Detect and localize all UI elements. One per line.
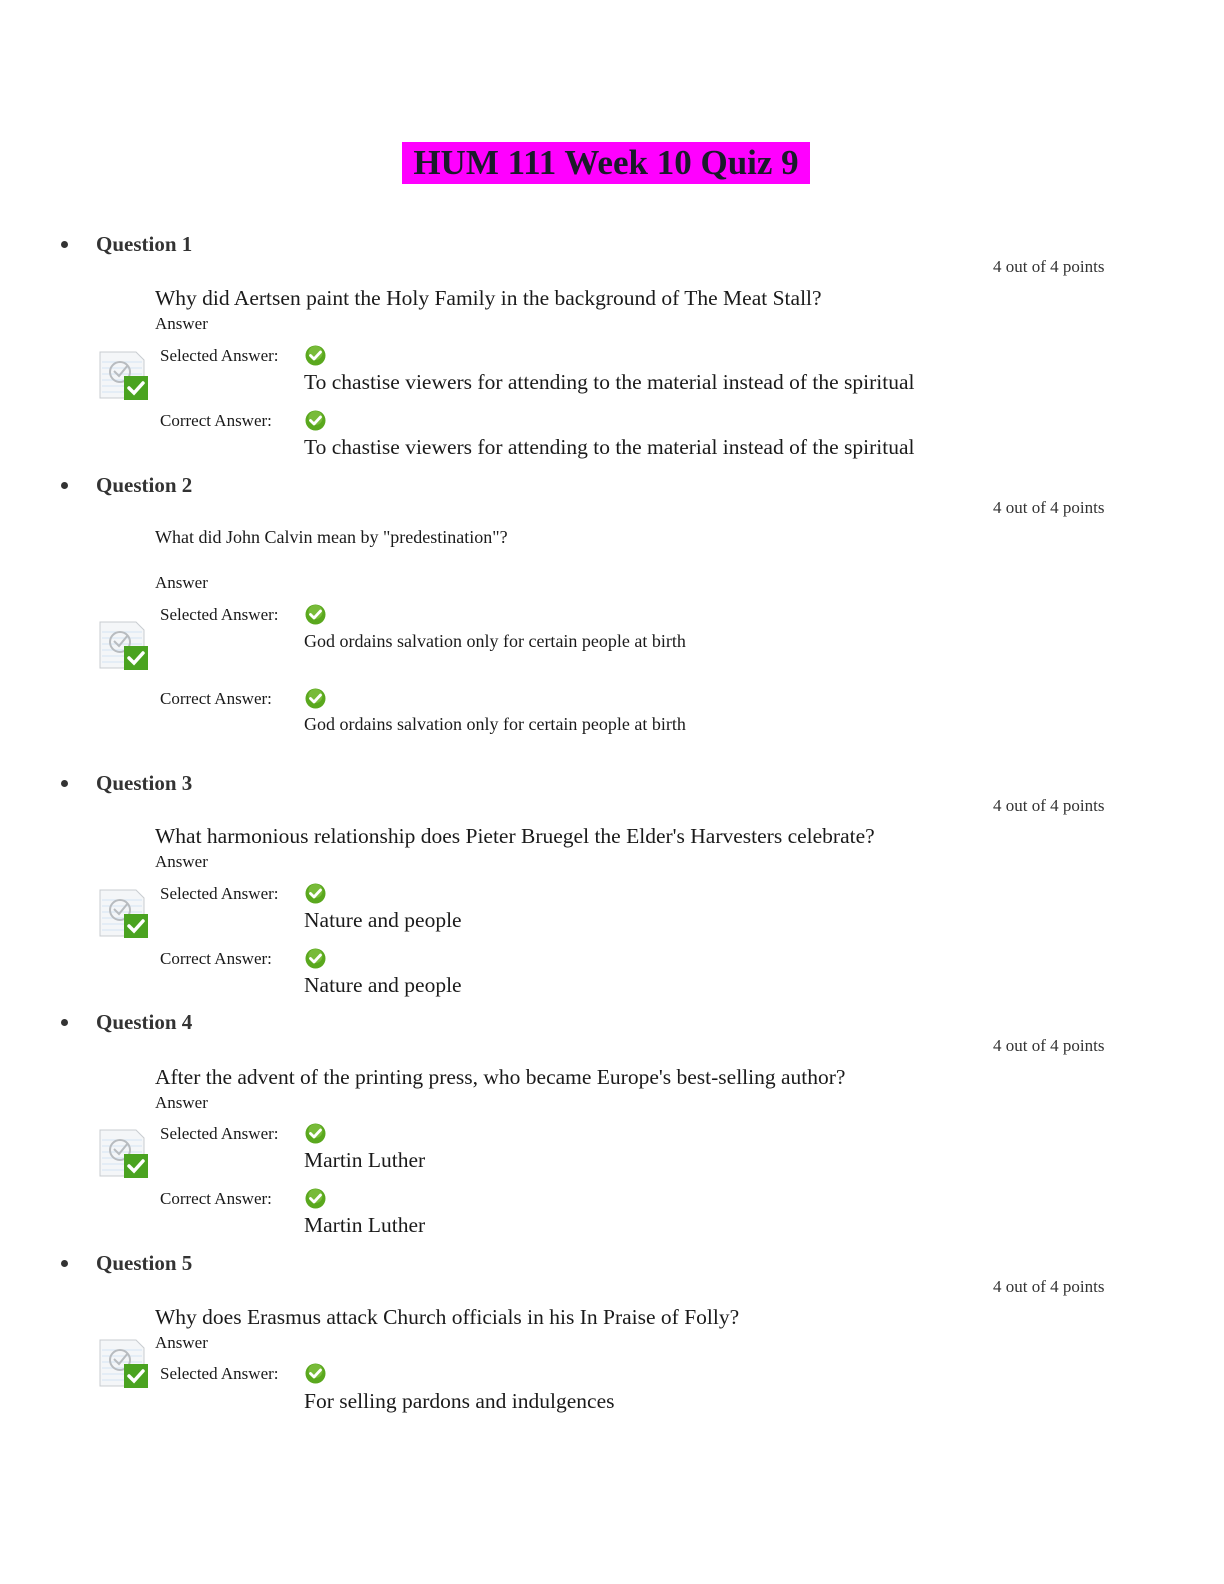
selected-answer-label: Selected Answer: <box>160 1124 279 1143</box>
question-header: Question 1 <box>96 232 193 256</box>
bullet <box>61 1019 68 1026</box>
bullet <box>61 780 68 787</box>
correct-answer-text: Martin Luther <box>304 1213 426 1237</box>
question-header: Question 4 <box>96 1010 193 1034</box>
question-text: Why did Aertsen paint the Holy Family in… <box>155 286 822 310</box>
selected-answer-label: Selected Answer: <box>160 605 279 624</box>
points-score: 4 out of 4 points <box>993 796 1105 815</box>
answer-label: Answer <box>155 1333 208 1352</box>
correct-answer-label: Correct Answer: <box>160 949 272 968</box>
question-header: Question 3 <box>96 771 193 795</box>
correct-document-icon <box>98 888 150 940</box>
bullet <box>61 241 68 248</box>
bullet <box>61 482 68 489</box>
selected-answer-text: For selling pardons and indulgences <box>304 1389 615 1413</box>
selected-answer-text: Martin Luther <box>304 1148 426 1172</box>
answer-label: Answer <box>155 852 208 871</box>
green-check-icon <box>305 345 326 366</box>
correct-answer-label: Correct Answer: <box>160 411 272 430</box>
correct-answer-text: Nature and people <box>304 973 462 997</box>
question-header: Question 2 <box>96 473 193 497</box>
bullet <box>61 1260 68 1267</box>
selected-answer-text: God ordains salvation only for certain p… <box>304 631 686 651</box>
correct-answer-text: God ordains salvation only for certain p… <box>304 714 686 734</box>
correct-document-icon <box>98 1338 150 1390</box>
points-score: 4 out of 4 points <box>993 257 1105 276</box>
question-text: What did John Calvin mean by "predestina… <box>155 527 508 547</box>
green-check-icon <box>305 883 326 904</box>
points-score: 4 out of 4 points <box>993 1036 1105 1055</box>
correct-document-icon <box>98 1128 150 1180</box>
question-text: After the advent of the printing press, … <box>155 1065 846 1089</box>
page-title: HUM 111 Week 10 Quiz 9 <box>402 142 810 184</box>
answer-label: Answer <box>155 1093 208 1112</box>
correct-document-icon <box>98 620 150 672</box>
points-score: 4 out of 4 points <box>993 498 1105 517</box>
selected-answer-label: Selected Answer: <box>160 884 279 903</box>
green-check-icon <box>305 948 326 969</box>
question-text: Why does Erasmus attack Church officials… <box>155 1305 740 1329</box>
answer-label: Answer <box>155 573 208 592</box>
green-check-icon <box>305 688 326 709</box>
selected-answer-label: Selected Answer: <box>160 346 279 365</box>
green-check-icon <box>305 410 326 431</box>
green-check-icon <box>305 604 326 625</box>
question-header: Question 5 <box>96 1251 193 1275</box>
green-check-icon <box>305 1123 326 1144</box>
question-text: What harmonious relationship does Pieter… <box>155 824 875 848</box>
correct-answer-label: Correct Answer: <box>160 1189 272 1208</box>
selected-answer-text: Nature and people <box>304 908 462 932</box>
selected-answer-label: Selected Answer: <box>160 1364 279 1383</box>
correct-document-icon <box>98 350 150 402</box>
selected-answer-text: To chastise viewers for attending to the… <box>304 370 915 394</box>
correct-answer-label: Correct Answer: <box>160 689 272 708</box>
correct-answer-text: To chastise viewers for attending to the… <box>304 435 915 459</box>
answer-label: Answer <box>155 314 208 333</box>
green-check-icon <box>305 1363 326 1384</box>
points-score: 4 out of 4 points <box>993 1277 1105 1296</box>
green-check-icon <box>305 1188 326 1209</box>
